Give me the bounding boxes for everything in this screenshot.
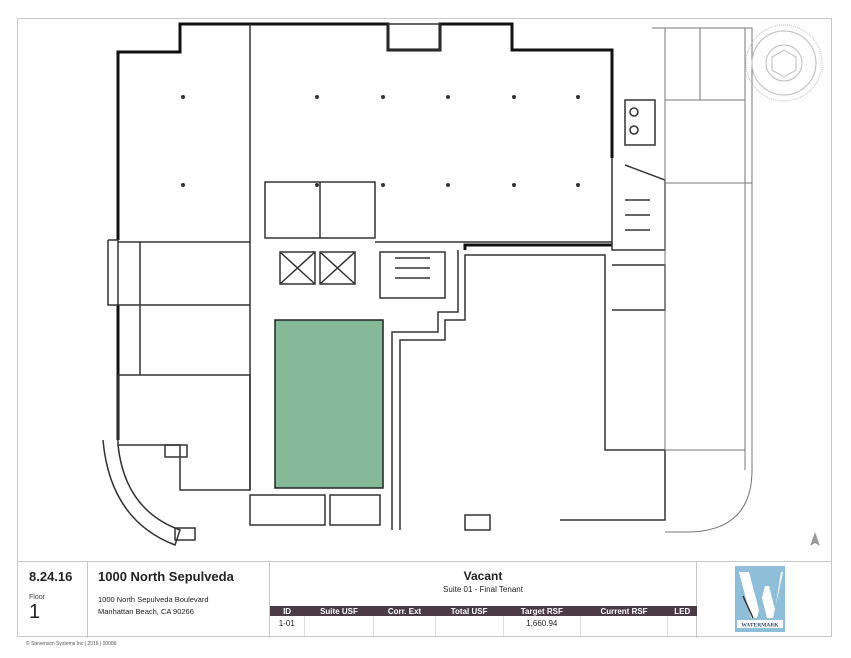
cell-total-usf (435, 616, 504, 638)
col-total-usf: Total USF (435, 606, 503, 616)
suite-info-cell: Vacant Suite 01 - Final Tenant ID Suite … (270, 562, 697, 638)
address-line2: Manhattan Beach, CA 90266 (98, 607, 194, 616)
suite-description: Suite 01 - Final Tenant (443, 585, 523, 594)
interior-walls (102, 23, 666, 546)
logo-cell: WATERMARK (697, 562, 832, 638)
cell-id: 1-01 (270, 616, 305, 638)
cell-suite-usf (304, 616, 375, 638)
watermark-logo: WATERMARK (735, 566, 785, 632)
cell-corr-ext (373, 616, 436, 638)
date-floor-cell: 8.24.16 Floor 1 (17, 562, 88, 638)
certification-seal (745, 24, 823, 102)
col-suite-usf: Suite USF (304, 606, 374, 616)
cell-target-rsf: 1,660.94 (503, 616, 582, 638)
svg-text:WATERMARK: WATERMARK (741, 623, 779, 629)
floor-number: 1 (29, 601, 41, 623)
suite-status: Vacant (463, 569, 503, 583)
cell-current-rsf (580, 616, 668, 638)
title-block: 8.24.16 Floor 1 1000 North Sepulveda 100… (17, 561, 832, 638)
cell-led (667, 616, 697, 638)
columns (181, 95, 580, 187)
col-led: LED (667, 606, 697, 616)
address-line1: 1000 North Sepulveda Boulevard (98, 595, 209, 604)
plan-date: 8.24.16 (29, 569, 73, 584)
floor-label: Floor (29, 594, 45, 601)
col-corr-ext: Corr. Ext (373, 606, 436, 616)
col-current-rsf: Current RSF (580, 606, 668, 616)
suite-01-highlight[interactable] (274, 319, 384, 489)
floor-plan (102, 22, 823, 546)
suite-table: ID Suite USF Corr. Ext Total USF Target … (270, 606, 697, 638)
building-name: 1000 North Sepulveda (98, 569, 234, 584)
north-arrow-icon (810, 532, 820, 546)
parking-area (652, 27, 753, 533)
col-id: ID (270, 606, 305, 616)
col-target-rsf: Target RSF (503, 606, 581, 616)
table-row: 1-01 1,660.94 (270, 616, 697, 638)
building-cell: 1000 North Sepulveda 1000 North Sepulved… (88, 562, 270, 638)
copyright-text: © Stevenson Systems Inc | 2016 | 00086 (26, 641, 117, 647)
